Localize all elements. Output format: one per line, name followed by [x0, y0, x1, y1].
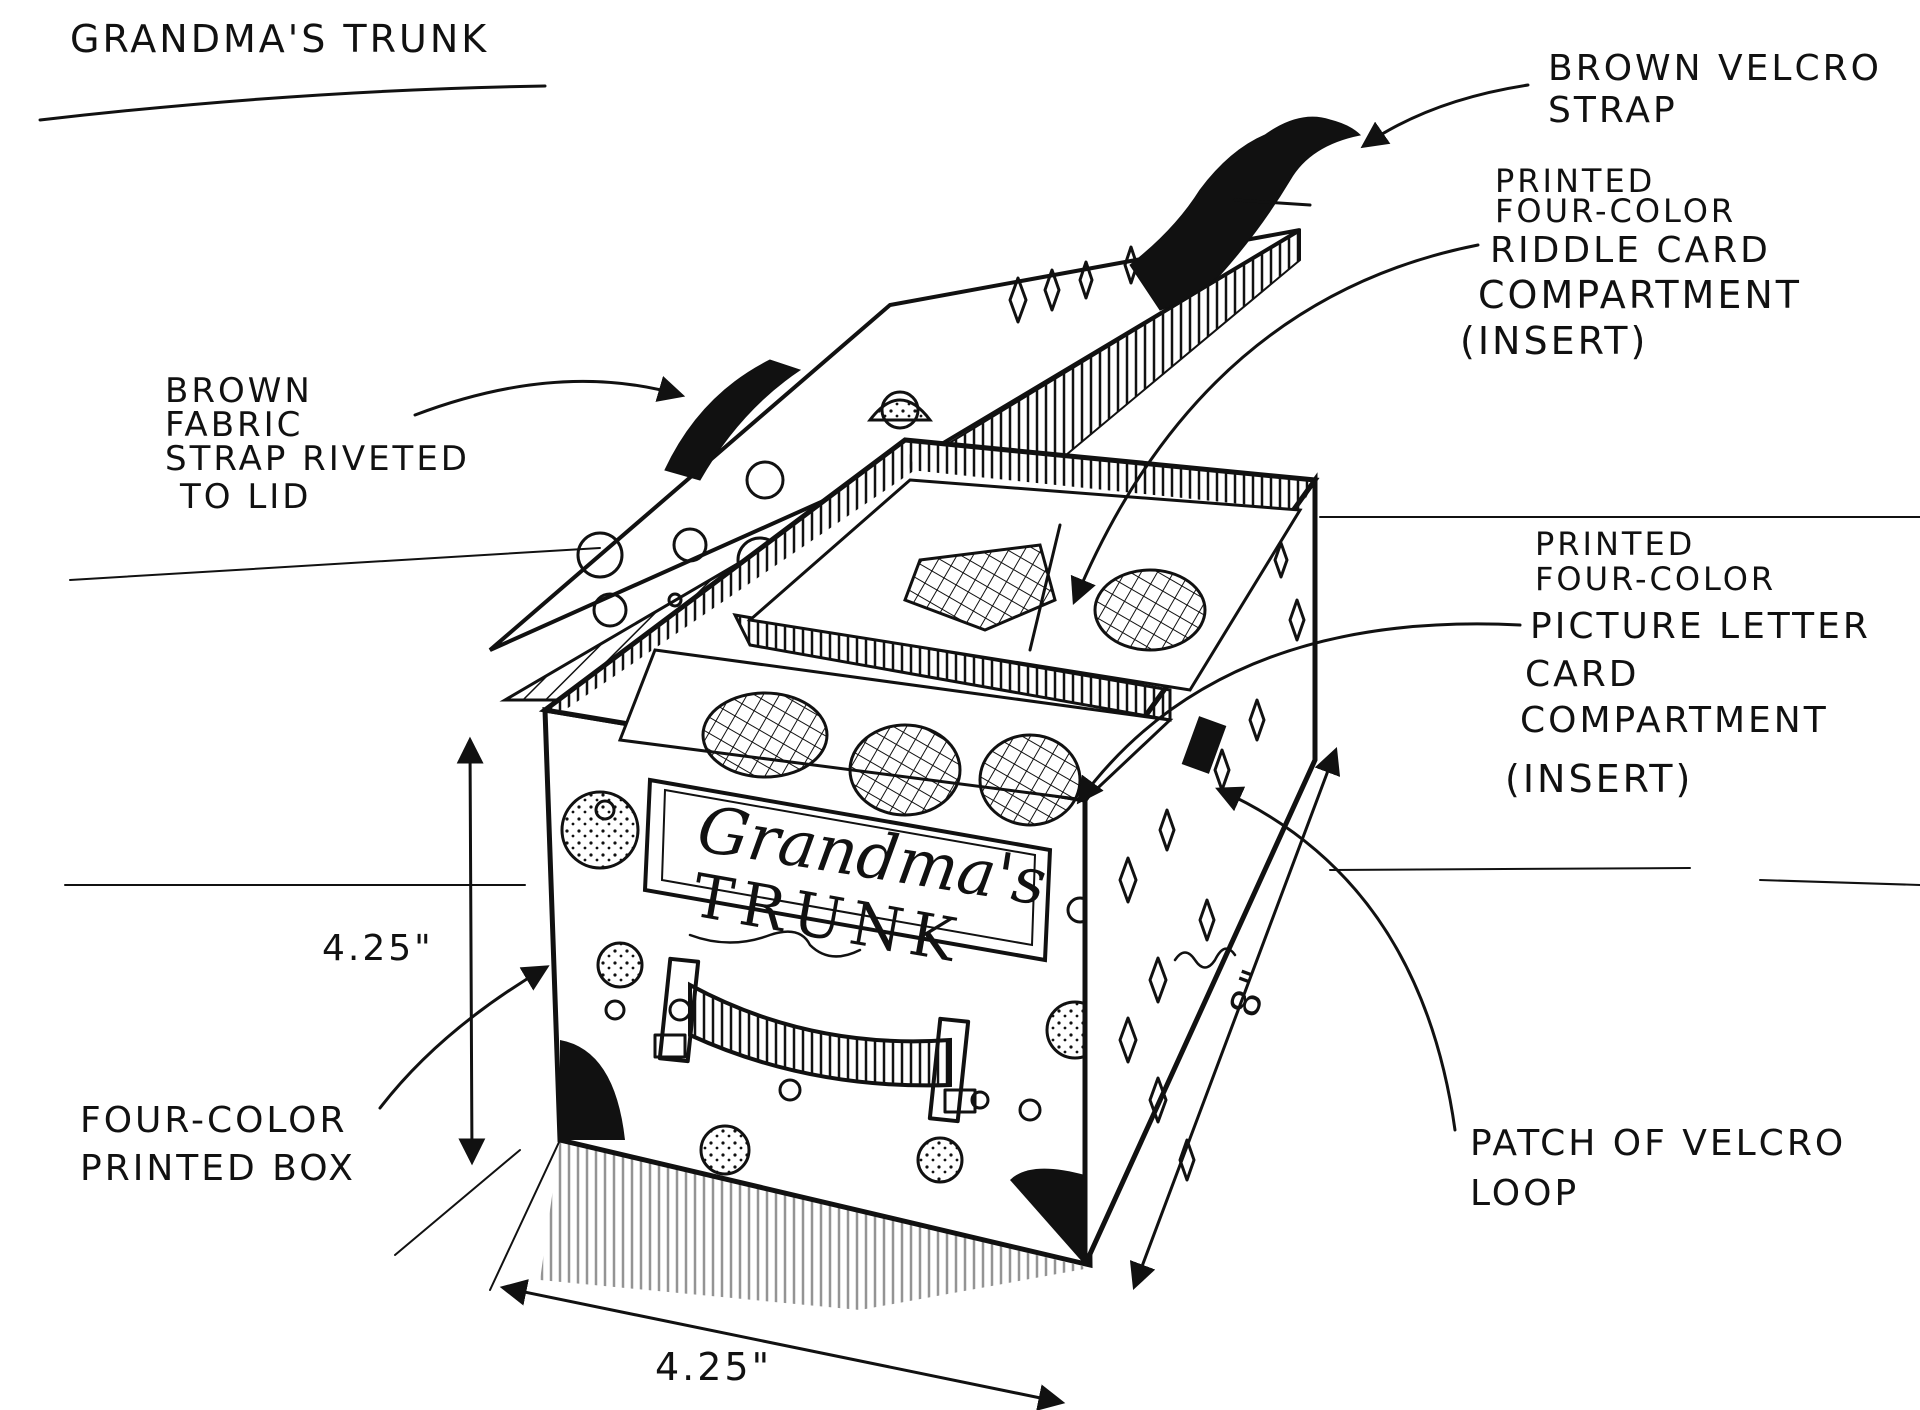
- callout-text-line: (INSERT): [1460, 319, 1648, 363]
- velcro-strap-edge: [1233, 198, 1312, 207]
- background-line: [69, 547, 601, 581]
- callout-text-line: RIDDLE CARD: [1490, 230, 1771, 271]
- dimension-height-label: 4.25": [322, 928, 434, 969]
- callout-text-line: FOUR-COLOR: [1535, 560, 1776, 598]
- dimension-width-label: 4.25": [655, 1345, 772, 1389]
- fabric-strap: [664, 359, 802, 481]
- picture-letter-card-compartment: [617, 648, 1174, 827]
- dimension-height: 4.25": [322, 736, 486, 1166]
- floor-shadow: [394, 1139, 1090, 1310]
- background-line: [1759, 879, 1920, 886]
- callout-velcro-strap: BROWN VELCRO STRAP: [1360, 48, 1882, 149]
- callout-text-line: FOUR-COLOR: [1495, 192, 1736, 230]
- callout-text-line: PATCH OF VELCRO: [1470, 1123, 1846, 1164]
- sketch-title: GRANDMA'S TRUNK: [70, 17, 489, 61]
- callout-text-line: STRAP: [1548, 90, 1678, 131]
- dimension-depth-label: 8": [1221, 961, 1281, 1024]
- callout-text-line: FOUR-COLOR: [80, 1100, 348, 1141]
- callout-picture-compartment: PRINTED FOUR-COLOR PICTURE LETTER CARD C…: [1076, 525, 1871, 805]
- callout-text-line: STRAP RIVETED: [165, 439, 470, 479]
- callout-text-line: PRINTED: [1495, 162, 1655, 200]
- callout-text-line: BROWN: [165, 371, 313, 411]
- callout-text-line: COMPARTMENT: [1520, 700, 1829, 741]
- trunk-handle: [653, 956, 977, 1124]
- callout-fabric-strap: BROWN FABRIC STRAP RIVETED TO LID: [165, 371, 686, 517]
- callout-velcro-patch: PATCH OF VELCRO LOOP: [1215, 786, 1846, 1214]
- riddle-card-compartment: [746, 478, 1303, 692]
- callout-text-line: (INSERT): [1505, 757, 1693, 801]
- callout-riddle-compartment: PRINTED FOUR-COLOR RIDDLE CARD COMPARTME…: [1070, 162, 1802, 605]
- callout-text-line: PRINTED BOX: [80, 1148, 356, 1189]
- title-underline: [38, 84, 547, 122]
- callout-text-line: FABRIC: [165, 405, 303, 445]
- callout-text-line: BROWN VELCRO: [1548, 48, 1882, 89]
- background-line: [1329, 867, 1691, 871]
- callout-text-line: LOOP: [1470, 1173, 1579, 1214]
- callout-text-line: TO LID: [179, 477, 312, 517]
- dimension-width: 4.25": [499, 1279, 1066, 1410]
- callout-text-line: PRINTED: [1535, 525, 1695, 563]
- callout-text-line: PICTURE LETTER: [1530, 606, 1871, 647]
- callout-text-line: CARD: [1525, 654, 1640, 695]
- velcro-strap: [1129, 116, 1362, 311]
- callout-text-line: COMPARTMENT: [1478, 273, 1802, 317]
- callout-printed-box: FOUR-COLOR PRINTED BOX: [80, 965, 550, 1189]
